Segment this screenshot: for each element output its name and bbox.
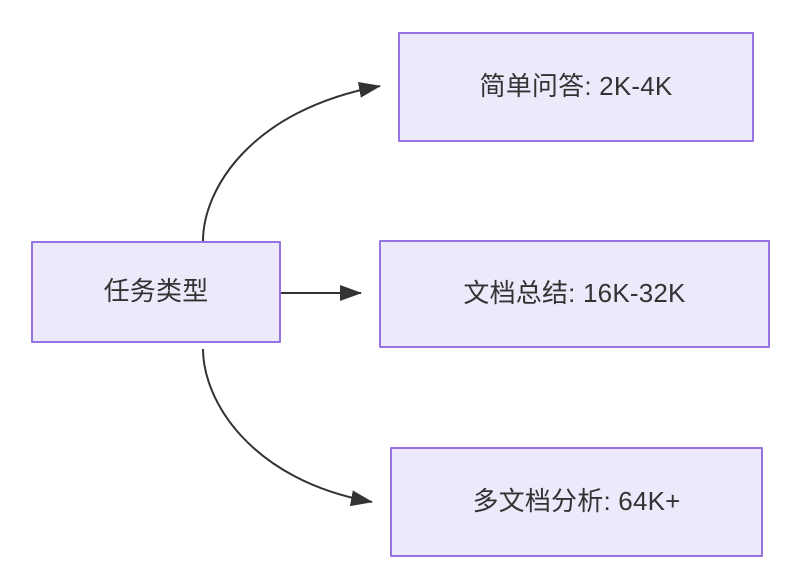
node-label-simple-qa: 简单问答: 2K-4K	[479, 71, 673, 102]
edge-source-to-multi-doc	[202, 348, 373, 507]
edge-source-to-simple-qa	[202, 81, 381, 242]
node-label-doc-summary: 文档总结: 16K-32K	[463, 278, 686, 309]
node-simple-qa[interactable]: 简单问答: 2K-4K	[398, 32, 754, 142]
node-doc-summary[interactable]: 文档总结: 16K-32K	[379, 240, 770, 348]
node-label-multi-doc: 多文档分析: 64K+	[472, 486, 681, 517]
node-label-task-type: 任务类型	[103, 276, 209, 307]
node-task-type[interactable]: 任务类型	[31, 241, 281, 343]
node-multi-doc[interactable]: 多文档分析: 64K+	[390, 447, 763, 557]
